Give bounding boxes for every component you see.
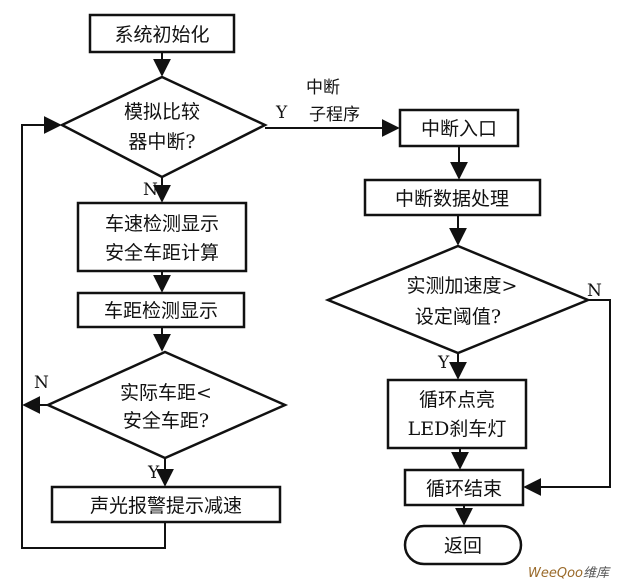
loop-box — [386, 378, 528, 450]
label-check-no: N — [34, 373, 49, 393]
watermark-brand: WeeQoo — [528, 566, 583, 581]
accel-label-line2: 设定阈值? — [415, 306, 501, 328]
loop-end-label: 循环结束 — [426, 478, 502, 500]
int-entry-label: 中断入口 — [421, 118, 497, 140]
label-interrupt-line2: 子程序 — [309, 105, 360, 125]
edge-loop-back-main — [21, 116, 166, 549]
label-accel-no: N — [587, 281, 602, 301]
check-diamond — [44, 350, 289, 460]
edge-accel-no — [523, 299, 611, 496]
return-terminator — [403, 524, 523, 566]
label-accel-yes: Y — [437, 353, 450, 373]
label-interrupt-line1: 中断 — [306, 78, 340, 98]
accel-diamond — [324, 244, 592, 355]
init-label: 系统初始化 — [114, 24, 209, 46]
watermark: WeeQoo维库 — [528, 566, 611, 581]
int-process-box — [363, 178, 542, 217]
label-check-yes: Y — [147, 463, 160, 483]
check-label-line1: 实际车距< — [120, 382, 212, 404]
loop-label-line1: 循环点亮 — [419, 389, 495, 411]
return-label: 返回 — [444, 535, 482, 557]
label-compare-no: N — [143, 180, 158, 200]
check-label-line2: 安全车距? — [123, 410, 209, 432]
int-process-label: 中断数据处理 — [395, 188, 509, 210]
speed-label-line2: 安全车距计算 — [105, 242, 219, 264]
watermark-suffix: 维库 — [583, 566, 611, 581]
compare-diamond — [59, 75, 268, 179]
label-compare-yes: Y — [275, 103, 288, 123]
compare-label-line2: 器中断? — [128, 131, 195, 153]
compare-label-line1: 模拟比较 — [124, 101, 200, 123]
loop-label-line2: LED刹车灯 — [408, 418, 507, 440]
speed-label-line1: 车速检测显示 — [105, 213, 219, 235]
distance-display-label: 车距检测显示 — [104, 300, 218, 322]
alarm-label: 声光报警提示减速 — [90, 495, 242, 517]
accel-label-line1: 实测加速度> — [407, 275, 518, 297]
